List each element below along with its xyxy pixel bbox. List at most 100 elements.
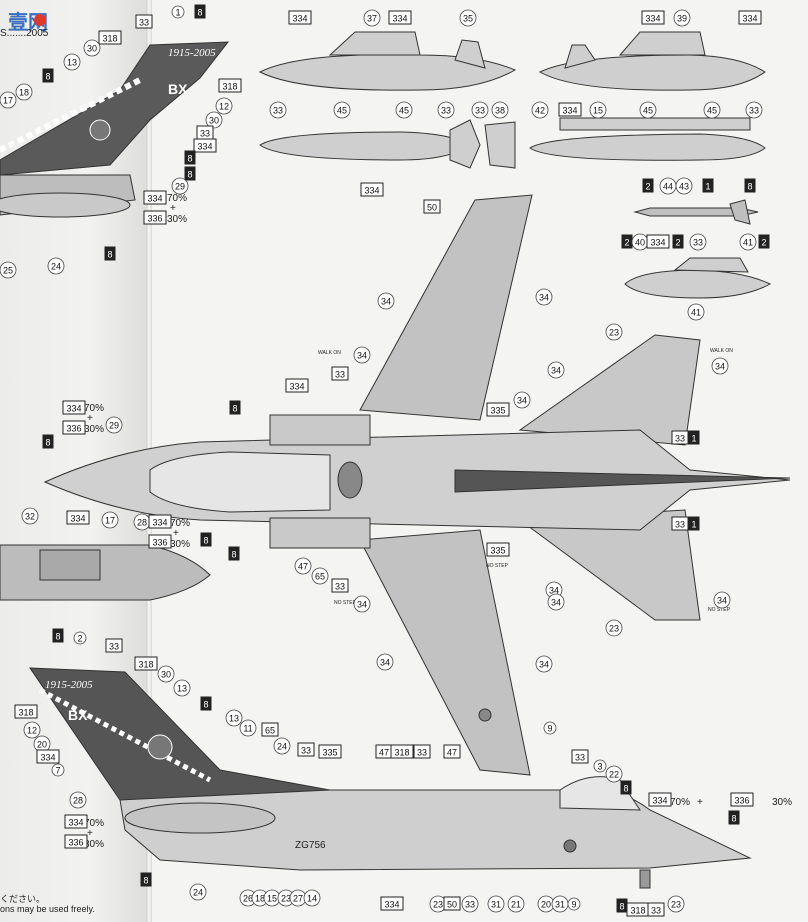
callout-text: 33 xyxy=(441,106,451,116)
svg-text:+: + xyxy=(697,797,703,808)
callout-text: 33 xyxy=(465,900,475,910)
callout-c8k: 8 xyxy=(52,628,64,643)
callout-text: 33 xyxy=(273,106,283,116)
callout-c318b: 318 xyxy=(218,78,242,93)
callout-text: 8 xyxy=(232,404,237,414)
callout-c2d: 2 xyxy=(758,234,770,249)
callout-text: 33 xyxy=(301,746,311,756)
svg-text:+: + xyxy=(87,828,93,839)
callout-c34e: 34 xyxy=(711,357,729,375)
callout-c14: 14 xyxy=(303,889,321,907)
svg-text:30%: 30% xyxy=(170,539,190,550)
callout-text: 30 xyxy=(87,44,97,54)
callout-c21: 21 xyxy=(507,895,525,913)
callout-text: 40 xyxy=(635,238,645,248)
callout-c336a: 336 xyxy=(143,210,167,225)
callout-c8c: 8 xyxy=(184,150,196,165)
callout-text: 336 xyxy=(152,538,167,548)
callout-text: 23 xyxy=(609,328,619,338)
callout-c2c: 2 xyxy=(672,234,684,249)
callout-text: 8 xyxy=(197,8,202,18)
callout-text: 34 xyxy=(381,297,391,307)
callout-c50: 50 xyxy=(423,199,441,214)
callout-c33c: 33 xyxy=(269,101,287,119)
callout-text: 25 xyxy=(3,266,13,276)
callout-text: 2 xyxy=(675,238,680,248)
callout-text: 334 xyxy=(562,106,577,116)
callout-c23e: 23 xyxy=(667,895,685,913)
callout-c37: 37 xyxy=(363,9,381,27)
callout-text: 26 xyxy=(243,894,253,904)
watermark-dot-icon xyxy=(34,14,46,26)
callout-c13a: 13 xyxy=(63,53,81,71)
tail-years-top: 1915-2005 xyxy=(168,47,216,59)
callout-text: 31 xyxy=(555,900,565,910)
stencil-walk-on-1: WALK ON xyxy=(318,350,341,356)
svg-text:+: + xyxy=(173,528,179,539)
callout-text: 334 xyxy=(68,818,83,828)
callout-c23a: 23 xyxy=(605,323,623,341)
stencil-walk-on-2: WALK ON xyxy=(710,348,733,354)
callout-c50b: 50 xyxy=(443,896,461,911)
callout-c334q: 334 xyxy=(380,896,404,911)
callout-text: 47 xyxy=(298,562,308,572)
watermark-logo: 壹网 xyxy=(8,6,72,34)
callout-c24c: 24 xyxy=(189,883,207,901)
drop-tank-side-left xyxy=(258,31,517,91)
callout-c34g: 34 xyxy=(353,595,371,613)
callout-text: 30 xyxy=(209,116,219,126)
callout-text: 334 xyxy=(152,518,167,528)
callout-c15b: 15 xyxy=(263,889,281,907)
callout-text: 31 xyxy=(491,900,501,910)
callout-c28a: 28 xyxy=(133,513,151,531)
callout-text: 334 xyxy=(147,194,162,204)
callout-text: 29 xyxy=(109,421,119,431)
callout-c33n: 33 xyxy=(413,744,431,759)
callout-text: 33 xyxy=(139,18,149,28)
callout-text: 28 xyxy=(137,518,147,528)
callout-c334d: 334 xyxy=(388,10,412,25)
callout-c8p: 8 xyxy=(616,898,628,913)
callout-c33f: 33 xyxy=(745,101,763,119)
callout-text: 334 xyxy=(645,14,660,24)
callout-text: 33 xyxy=(200,129,210,139)
callout-c1: 1 xyxy=(171,5,185,19)
callout-text: 12 xyxy=(27,726,37,736)
callout-c33q: 33 xyxy=(647,902,665,917)
callout-text: 34 xyxy=(551,366,561,376)
callout-text: 45 xyxy=(707,106,717,116)
callout-text: 33 xyxy=(651,906,661,916)
callout-c11: 11 xyxy=(239,719,257,737)
callout-c45b: 45 xyxy=(395,101,413,119)
callout-c17b: 17 xyxy=(101,511,119,529)
callout-text: 1 xyxy=(705,182,710,192)
callout-text: 45 xyxy=(643,106,653,116)
callout-text: 65 xyxy=(265,726,275,736)
callout-text: 334 xyxy=(292,14,307,24)
callout-c33k: 33 xyxy=(331,578,349,593)
callout-c318d: 318 xyxy=(14,704,38,719)
callout-c334i: 334 xyxy=(646,234,670,249)
callout-text: 33 xyxy=(693,238,703,248)
callout-text: 335 xyxy=(322,748,337,758)
callout-text: 24 xyxy=(51,262,61,272)
callout-c45d: 45 xyxy=(703,101,721,119)
callout-text: 27 xyxy=(293,894,303,904)
callout-text: 23 xyxy=(281,894,291,904)
callout-text: 23 xyxy=(609,624,619,634)
callout-text: 33 xyxy=(109,642,119,652)
callout-c43: 43 xyxy=(675,177,693,195)
callout-c34c: 34 xyxy=(353,346,371,364)
callout-text: 7 xyxy=(55,766,60,776)
callout-text: 13 xyxy=(177,684,187,694)
callout-c334b: 334 xyxy=(143,190,167,205)
callout-c25: 25 xyxy=(0,261,17,279)
callout-c40: 40 xyxy=(631,233,649,251)
callout-text: 41 xyxy=(691,308,701,318)
callout-text: 334 xyxy=(70,514,85,524)
callout-text: 33 xyxy=(675,434,685,444)
callout-c34i: 34 xyxy=(547,593,565,611)
aircraft-side-view xyxy=(29,667,752,889)
callout-c8g: 8 xyxy=(229,400,241,415)
callout-text: 34 xyxy=(549,586,559,596)
